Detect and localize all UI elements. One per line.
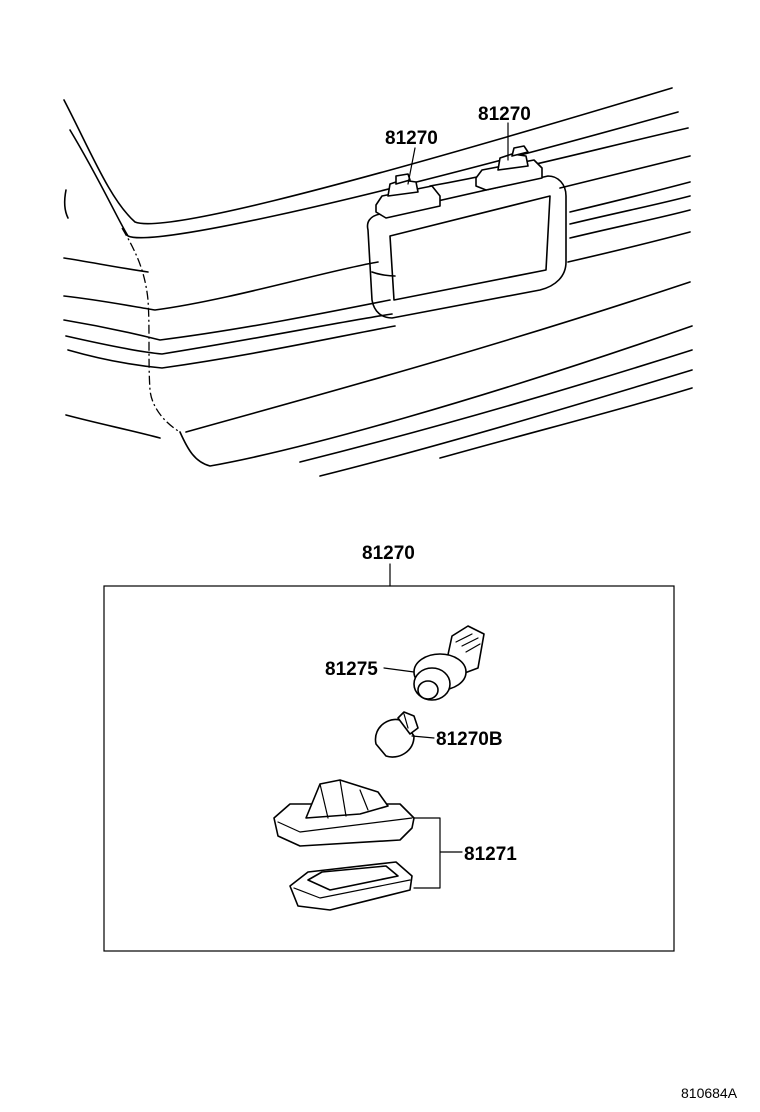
bulb-leader [411, 735, 435, 739]
lamp-housing-part [273, 779, 415, 847]
bulb-part [374, 711, 419, 758]
lens-part [289, 861, 413, 911]
callout-81270B: 81270B [436, 729, 503, 750]
callout-81270-right: 81270 [478, 104, 531, 125]
figure-code: 810684A [681, 1085, 738, 1101]
callout-81271: 81271 [464, 844, 517, 865]
callout-81270-left: 81270 [385, 128, 438, 149]
callout-81270-assembly: 81270 [362, 543, 415, 564]
lens-set-bracket [413, 817, 463, 889]
socket-part [413, 625, 485, 701]
assembly-frame [103, 585, 675, 952]
callout-81275: 81275 [325, 659, 378, 680]
socket-leader [383, 667, 415, 673]
vehicle-rear-outline [63, 87, 693, 477]
